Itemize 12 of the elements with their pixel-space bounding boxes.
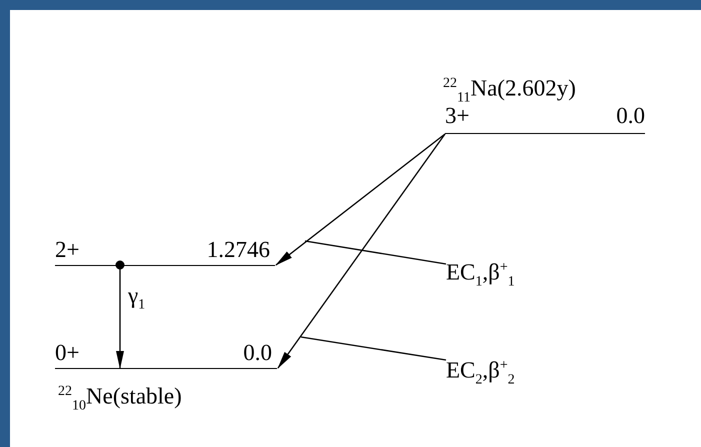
leader-line bbox=[300, 336, 446, 361]
energy-label: 0.0 bbox=[243, 341, 272, 365]
leader-line bbox=[304, 240, 446, 265]
energy-label: 1.2746 bbox=[206, 238, 270, 262]
edge-label: γ$_{1}$ bbox=[128, 284, 146, 315]
gamma-arrow bbox=[116, 260, 124, 369]
spin-label: 2+ bbox=[55, 238, 80, 262]
spin-label: 3+ bbox=[445, 104, 470, 128]
energy-label: 0.0 bbox=[616, 104, 645, 128]
decay-arrow bbox=[277, 134, 446, 369]
spin-label: 0+ bbox=[55, 341, 80, 365]
decay-arrow bbox=[275, 133, 446, 266]
